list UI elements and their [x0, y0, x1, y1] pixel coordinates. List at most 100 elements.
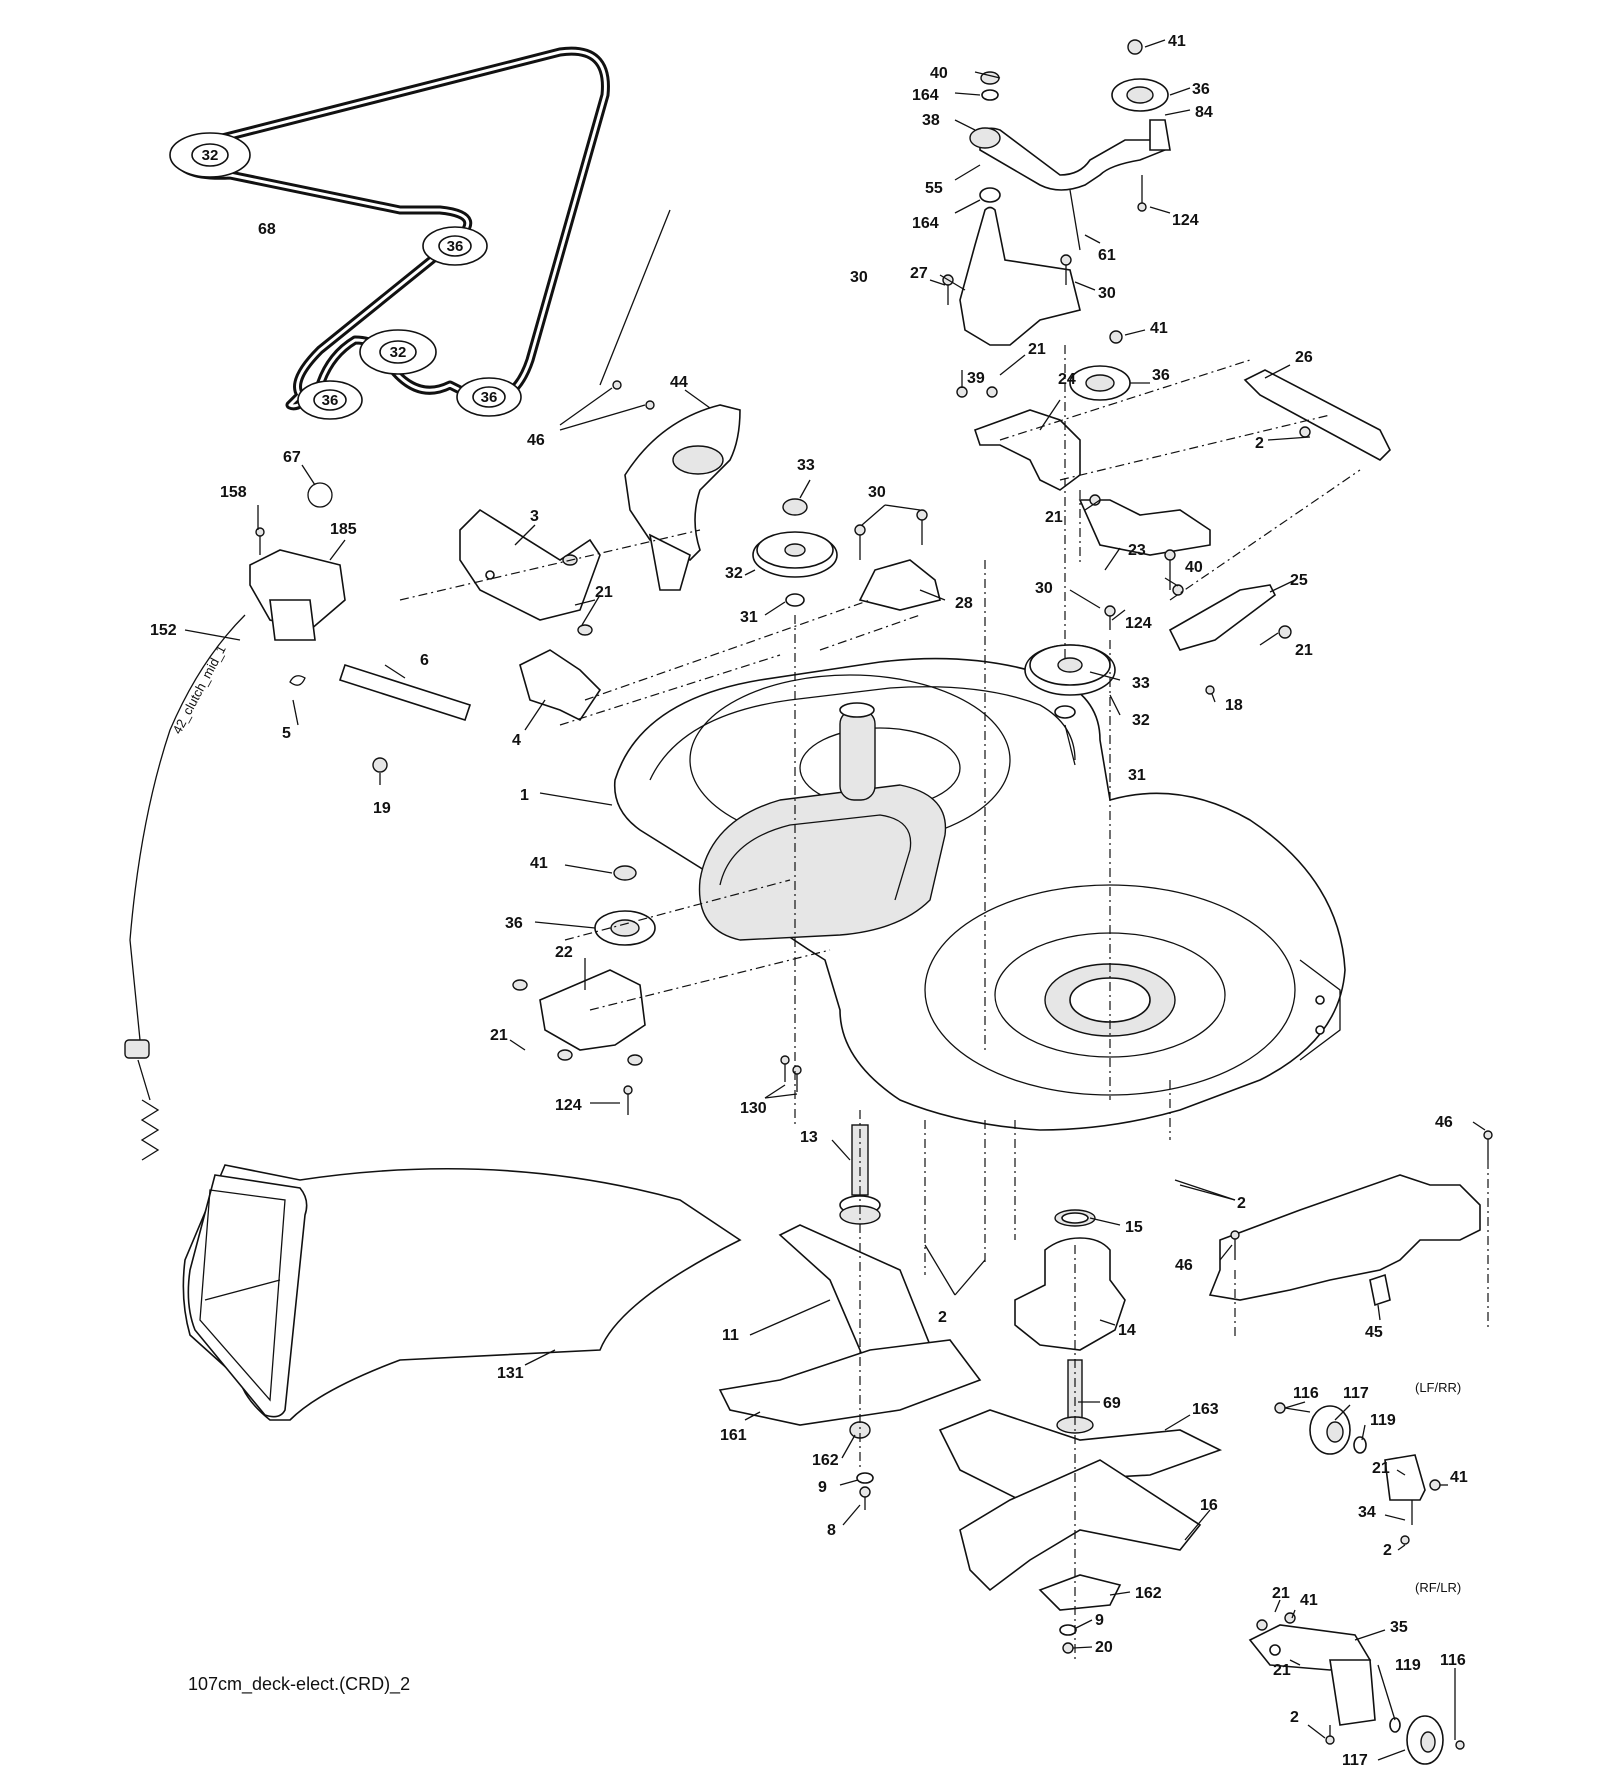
callout-25: 25: [1290, 572, 1308, 589]
callout-69: 69: [1103, 1395, 1121, 1412]
callout-8: 8: [827, 1522, 836, 1539]
callout-41: 41: [1450, 1469, 1468, 1486]
callout-41: 41: [530, 855, 548, 872]
callout-34: 34: [1358, 1504, 1376, 1521]
callout-30: 30: [868, 484, 886, 501]
callout-21: 21: [1273, 1662, 1291, 1679]
callout-33: 33: [1132, 675, 1150, 692]
callout-2: 2: [1290, 1709, 1299, 1726]
belt-pulley-32-center: [359, 329, 437, 375]
callout-162: 162: [1135, 1585, 1162, 1602]
spindle-and-blades: [718, 1124, 1223, 1654]
callout-1: 1: [520, 787, 529, 804]
idler-pulley-36-top: [1111, 78, 1169, 112]
callout-46: 46: [527, 432, 545, 449]
callout-21: 21: [1272, 1585, 1290, 1602]
callout-158: 158: [220, 484, 247, 501]
callout-44: 44: [670, 374, 688, 391]
alignment-lines: [399, 345, 1489, 1660]
idler-pulley-36-front: [594, 910, 656, 946]
callout-21: 21: [1295, 642, 1313, 659]
baffle-45: [1208, 1130, 1493, 1307]
gauge-wheel-lf-rr: [1274, 1402, 1441, 1545]
callout-9: 9: [818, 1479, 827, 1496]
callout-164: 164: [912, 87, 939, 104]
callout-30: 30: [1098, 285, 1116, 302]
variant-label-lf-rr: (LF/RR): [1415, 1380, 1461, 1395]
callout-117: 117: [1343, 1385, 1369, 1402]
callout-124: 124: [1125, 615, 1152, 632]
callout-31: 31: [1128, 767, 1146, 784]
belt-pulley-32-top: [169, 132, 251, 178]
callout-163: 163: [1192, 1401, 1219, 1418]
callout-45: 45: [1365, 1324, 1383, 1341]
callout-3: 3: [530, 508, 539, 525]
callout-leaders: [184, 39, 1486, 1761]
pulley-label: 32: [390, 344, 407, 361]
callout-28: 28: [955, 595, 973, 612]
callout-131: 131: [497, 1365, 524, 1382]
idler-pulley-36-right: [1069, 365, 1131, 401]
callout-161: 161: [720, 1427, 747, 1444]
callout-32: 32: [725, 565, 743, 582]
callout-2: 2: [1255, 435, 1264, 452]
callout-68: 68: [258, 221, 276, 238]
callout-24: 24: [1058, 371, 1076, 388]
discharge-chute: [182, 1164, 742, 1421]
callout-67: 67: [283, 449, 301, 466]
callout-4: 4: [512, 732, 521, 749]
callout-2: 2: [1237, 1195, 1246, 1212]
callout-21: 21: [595, 584, 613, 601]
belt-pulley-36-mid: [422, 226, 488, 266]
gauge-wheel-rf-lr: [1248, 1612, 1465, 1765]
callout-21: 21: [490, 1027, 508, 1044]
callout-39: 39: [967, 370, 985, 387]
callout-124: 124: [1172, 212, 1199, 229]
callout-22: 22: [555, 944, 573, 961]
callout-41: 41: [1168, 33, 1186, 50]
callout-33: 33: [797, 457, 815, 474]
callout-119: 119: [1370, 1412, 1396, 1429]
callout-6: 6: [420, 652, 429, 669]
callout-35: 35: [1390, 1619, 1408, 1636]
callout-27: 27: [910, 265, 928, 282]
callout-23: 23: [1128, 542, 1146, 559]
switch-and-cable: [124, 482, 346, 1161]
callout-41: 41: [1300, 1592, 1318, 1609]
callout-40: 40: [930, 65, 948, 82]
callout-185: 185: [330, 521, 357, 538]
callout-36: 36: [1192, 81, 1210, 98]
callout-36: 36: [1152, 367, 1170, 384]
pulley-label: 32: [202, 147, 219, 164]
callout-21: 21: [1045, 509, 1063, 526]
belt-pulley-36-right: [456, 377, 522, 417]
callout-30: 30: [850, 269, 868, 286]
diagram-caption: 107cm_deck-elect.(CRD)_2: [188, 1674, 410, 1695]
drive-pulley-32: [752, 531, 838, 578]
mower-deck: [613, 657, 1346, 1131]
callout-84: 84: [1195, 104, 1213, 121]
callout-2: 2: [938, 1309, 947, 1326]
callout-11: 11: [722, 1327, 739, 1344]
callout-14: 14: [1118, 1322, 1136, 1339]
callout-16: 16: [1200, 1497, 1218, 1514]
pulley-label: 36: [322, 392, 339, 409]
callout-40: 40: [1185, 559, 1203, 576]
callout-162: 162: [812, 1452, 839, 1469]
callout-21: 21: [1372, 1460, 1390, 1477]
callout-164: 164: [912, 215, 939, 232]
callout-18: 18: [1225, 697, 1243, 714]
callout-32: 32: [1132, 712, 1150, 729]
callout-130: 130: [740, 1100, 767, 1117]
cable-tag: 42_clutch_mid_1: [169, 643, 228, 737]
belt-pulley-36-left: [297, 380, 363, 420]
belt-assembly: 32 36 32 36 36: [169, 46, 610, 420]
callout-labels: 41 40 36 164 84 38 55 164 124 61 30 27 3…: [150, 33, 1468, 1769]
callout-30: 30: [1035, 580, 1053, 597]
callout-2: 2: [1383, 1542, 1392, 1559]
pulley-label: 36: [447, 238, 464, 255]
pulley-label: 36: [481, 389, 498, 406]
callout-31: 31: [740, 609, 758, 626]
center-left-parts: [289, 380, 941, 773]
